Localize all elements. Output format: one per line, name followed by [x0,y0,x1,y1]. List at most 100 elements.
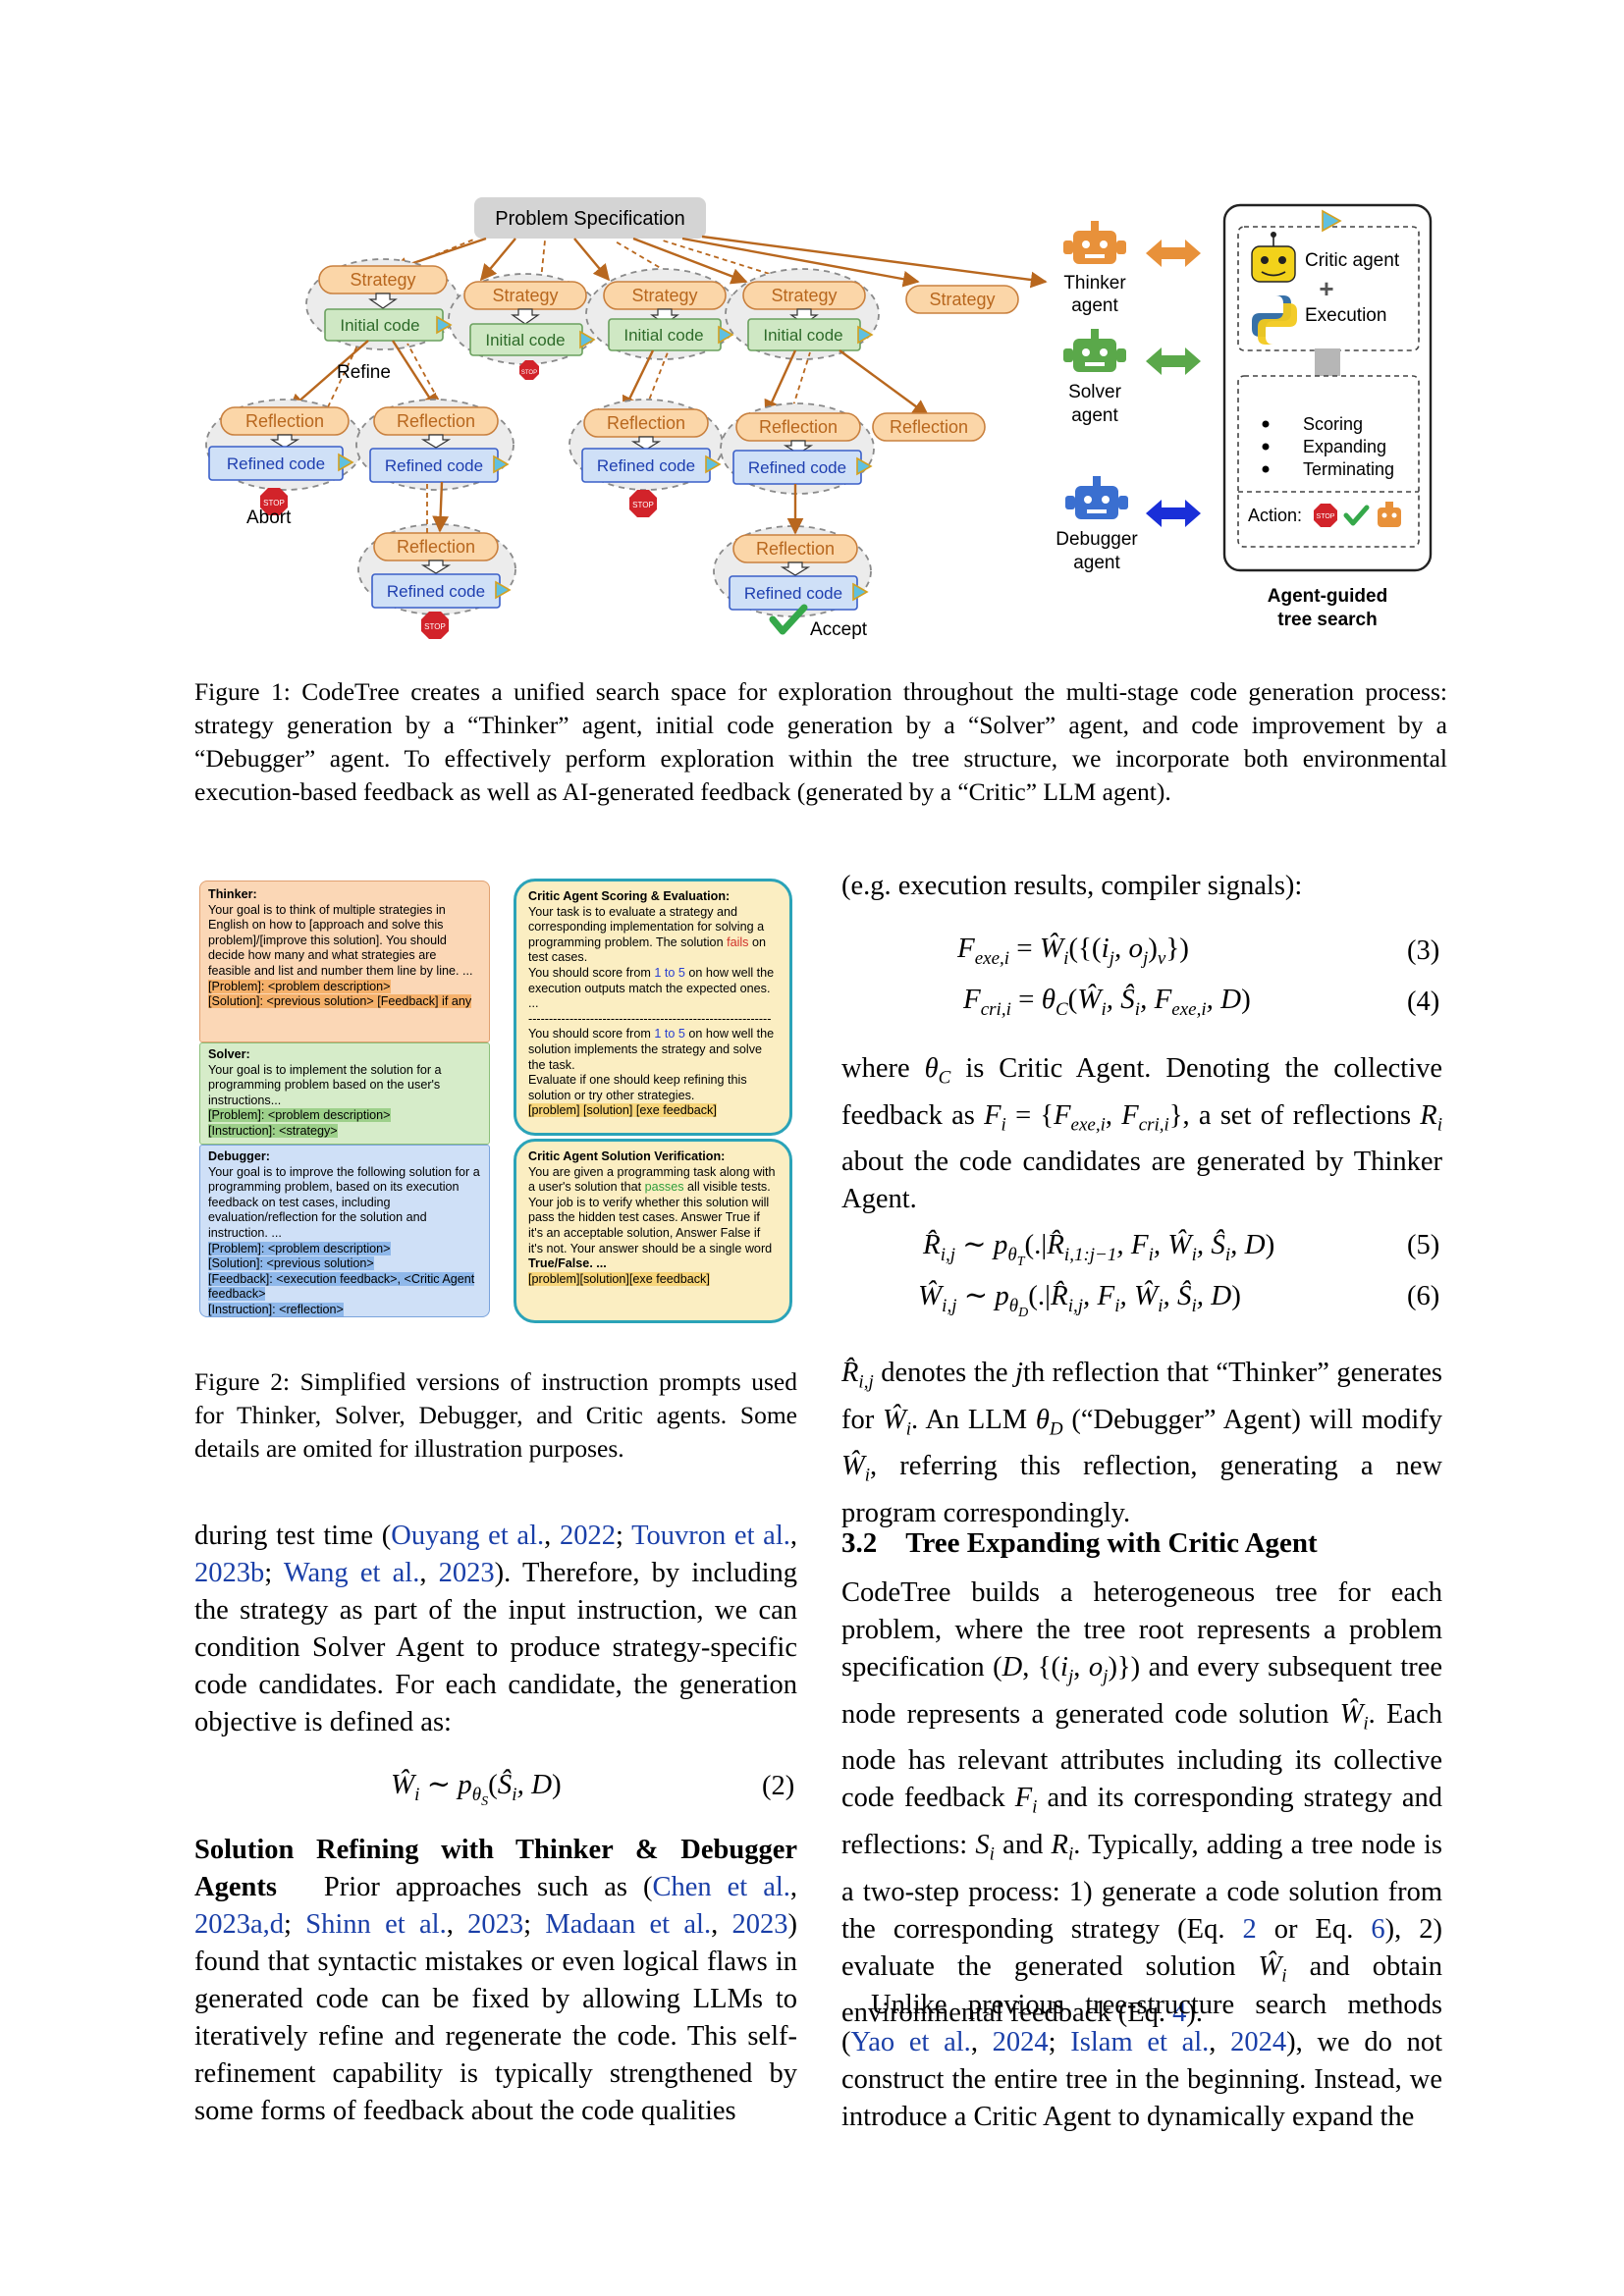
text: about the code candidates are generated … [841,1147,1442,1215]
citation-link[interactable]: 2024 [1230,2027,1287,2057]
citation-link[interactable]: Shinn et al. [305,1909,447,1940]
text: CodeTree builds a heterogeneous tree for… [841,1577,1442,1682]
text: where [841,1053,910,1084]
reflection-label: Reflection [607,413,685,433]
citation-link[interactable]: 2023 [731,1909,788,1940]
citation-link[interactable]: 2024 [992,2027,1049,2057]
text: , [789,1521,798,1551]
thinker-robot-small-icon [1378,502,1401,527]
equation-3: Fexe,i = Ŵi({(ij, oj)v}) [957,933,1189,969]
text: is Critic Agent. Denoting the collective… [841,1053,1443,1131]
critic-verify-text: You are given a programming task along w… [528,1164,776,1195]
refined-code-label: Refined code [227,454,325,473]
refined-code-label: Refined code [748,458,846,477]
critic-scoring-text: You should score from [528,1027,651,1041]
text: ; [284,1909,306,1940]
section-heading: 3.2 Tree Expanding with Critic Agent [841,1527,1318,1560]
debugger-line: [Solution]: <previous solution> [208,1256,374,1271]
figure-1: Problem Specification Strategy Strategy … [205,197,1433,640]
refined-code-label: Refined code [385,456,483,475]
text: . Each node has relevant attributes incl… [841,1698,1443,1814]
divider: ----------------------------------------… [528,1011,772,1026]
section-number: 3.2 [841,1527,878,1559]
equation-ref-link[interactable]: 4 [1172,1998,1187,2029]
thinker-line: [Problem]: <problem description> [208,979,391,993]
text: . An LLM [911,1404,1028,1435]
text: ; [1048,2027,1071,2057]
double-arrow-icon [1146,240,1201,267]
equation-4: Fcri,i = θC(Ŵi, Ŝi, Fexe,i, D) [963,984,1251,1020]
execution-label: Execution [1305,305,1386,326]
citation-link[interactable]: 2022 [559,1521,616,1551]
thinker-title: Thinker: [208,887,257,901]
text: ; [264,1558,284,1588]
tree-search-label: tree search [1277,610,1377,630]
right-paragraph-1: where θC is Critic Agent. Denoting the c… [841,1053,1443,1215]
critic-agent-label: Critic agent [1305,250,1400,271]
check-icon [1343,505,1370,526]
text: during test time ( [194,1521,392,1551]
text: , [970,2027,993,2057]
thinker-agent-label: agent [1071,295,1118,316]
text: , [711,1909,732,1940]
debugger-line: [Instruction]: <reflection> [208,1302,344,1316]
critic-scoring-title: Critic Agent Scoring & Evaluation: [528,889,731,903]
problem-spec-label: Problem Specification [495,208,684,230]
critic-verify-box: Critic Agent Solution Verification: You … [514,1139,792,1323]
citation-link[interactable]: Chen et al. [652,1872,790,1902]
citation-link[interactable]: Touvron et al. [631,1521,790,1551]
figure-1-caption: Figure 1: CodeTree creates a unified sea… [194,677,1447,806]
initial-code-label: Initial code [340,316,419,335]
text: ; [523,1909,546,1940]
right-paragraph-0: (e.g. execution results, compiler signal… [841,871,1303,901]
right-paragraph-4: Unlike previous tree-structure search me… [841,1987,1442,2136]
equation-number: (6) [1407,1281,1440,1311]
reflection-label: Reflection [756,539,835,559]
stop-sign-icon [421,612,449,639]
action-item: Terminating [1303,459,1394,479]
citation-link[interactable]: 2023a,d [194,1909,285,1940]
equation-ref-link[interactable]: 2 [1242,1913,1257,1945]
equation-ref-link[interactable]: 6 [1371,1913,1385,1945]
citation-link[interactable]: Wang et al. [283,1558,420,1588]
citation-link[interactable]: 2023 [438,1558,495,1588]
text: , a set of reflections [1182,1099,1412,1131]
critic-scoring-text: You should score from [528,965,651,980]
fails-word: fails [727,934,749,949]
paragraph-heading: Solution Refining with Thinker & Debugge… [194,1835,797,1902]
thinker-body: Your goal is to think of multiple strate… [208,902,473,978]
debugger-line: [Feedback]: <execution feedback>, <Criti… [208,1271,475,1302]
stop-sign-icon [1314,504,1337,527]
citation-link[interactable]: Yao et al. [850,2027,971,2057]
text: (“Debugger” Agent) will modify [1071,1404,1443,1435]
citation-link[interactable]: Islam et al. [1070,2027,1210,2057]
reflection-label: Reflection [890,417,968,437]
reflection-label: Reflection [759,417,838,437]
citation-link[interactable]: Ouyang et al. [391,1521,545,1551]
double-arrow-icon [1146,500,1201,527]
text: ) found that syntactic mistakes or even … [194,1909,798,2126]
text: ; [615,1521,632,1551]
true-false-word: True/False [528,1256,590,1271]
equation-number: (5) [1407,1230,1440,1260]
text: ). Therefore, by including the strategy … [194,1558,798,1737]
critic-verify-text: all visible tests. Your job is to verify… [528,1180,773,1255]
citation-link[interactable]: Madaan et al. [545,1909,712,1940]
debugger-line: [Problem]: <problem description> [208,1241,391,1255]
text: and [1002,1830,1044,1861]
citation-link[interactable]: 2023b [194,1558,265,1588]
text: Prior approaches such as ( [323,1872,653,1902]
solver-prompt-box: Solver: Your goal is to implement the so… [199,1042,490,1145]
text: , [1209,2027,1231,2057]
solver-line: [Instruction]: <strategy> [208,1123,338,1138]
text: , referring this reflection, generating … [841,1451,1442,1529]
stop-sign-icon [629,490,657,517]
strategy-label: Strategy [492,286,558,305]
critic-verify-title: Critic Agent Solution Verification: [528,1149,726,1163]
text: and obtain environmental feedback (Eq. [841,1950,1443,2029]
strategy-label: Strategy [771,286,837,305]
citation-link[interactable]: 2023 [467,1909,524,1940]
text: , [544,1521,560,1551]
ellipsis: . ... [589,1256,607,1271]
plus-sign: + [1319,274,1333,303]
